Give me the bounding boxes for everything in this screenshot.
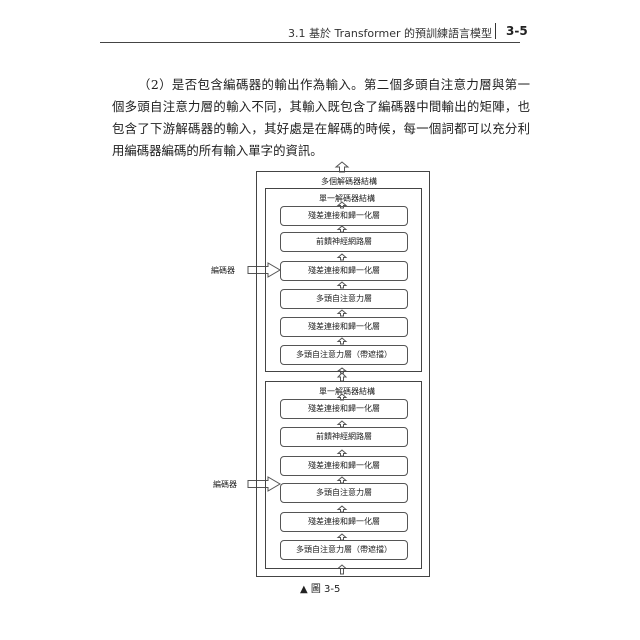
encoder-label: 編碼器 (211, 266, 235, 275)
up-arrow (336, 253, 348, 261)
feedforward-layer: 前饋神經網路層 (280, 232, 408, 252)
up-arrow (336, 281, 348, 289)
residual-norm-layer: 殘差連接和歸一化層 (280, 261, 408, 281)
multi-head-attention-layer: 多頭自注意力層 (280, 289, 408, 309)
multi-decoder-title: 多個解碼器結構 (321, 177, 377, 186)
residual-norm-layer: 殘差連接和歸一化層 (280, 399, 408, 419)
residual-norm-layer: 殘差連接和歸一化層 (280, 456, 408, 476)
masked-attention-layer: 多頭自注意力層（帶遮擋） (280, 345, 408, 365)
masked-attention-layer: 多頭自注意力層（帶遮擋） (280, 540, 408, 560)
residual-norm-layer: 殘差連接和歸一化層 (280, 317, 408, 337)
up-arrow (336, 393, 348, 401)
decoder-block-1 (265, 188, 422, 372)
multi-decoder-box (256, 171, 430, 577)
paragraph-text: （2）是否包含編碼器的輸出作為輸入。第二個多頭自注意力層與第一個多頭自注意力層的… (112, 77, 530, 158)
residual-norm-layer: 殘差連接和歸一化層 (280, 206, 408, 226)
header-rule (100, 42, 520, 43)
decoder-block-title: 單一解碼器結構 (319, 387, 375, 396)
page-number: 3-5 (506, 24, 528, 38)
body-paragraph: （2）是否包含編碼器的輸出作為輸入。第二個多頭自注意力層與第一個多頭自注意力層的… (112, 74, 530, 162)
page-header: 3.1 基於 Transformer 的預訓練語言模型 3-5 (0, 22, 640, 44)
output-arrow (334, 161, 350, 173)
up-arrow (336, 337, 348, 345)
figure-caption: ▲ 圖 3-5 (300, 584, 341, 595)
decoder-block-2 (265, 381, 422, 569)
section-title: 3.1 基於 Transformer 的預訓練語言模型 (288, 27, 492, 40)
header-separator (495, 23, 496, 39)
up-arrow (336, 201, 348, 209)
feedforward-layer: 前饋神經網路層 (280, 427, 408, 447)
decoder-block-title: 單一解碼器結構 (319, 194, 375, 203)
encoder-label: 編碼器 (213, 480, 237, 489)
multi-head-attention-layer: 多頭自注意力層 (280, 483, 408, 503)
up-arrow (336, 309, 348, 317)
residual-norm-layer: 殘差連接和歸一化層 (280, 512, 408, 532)
